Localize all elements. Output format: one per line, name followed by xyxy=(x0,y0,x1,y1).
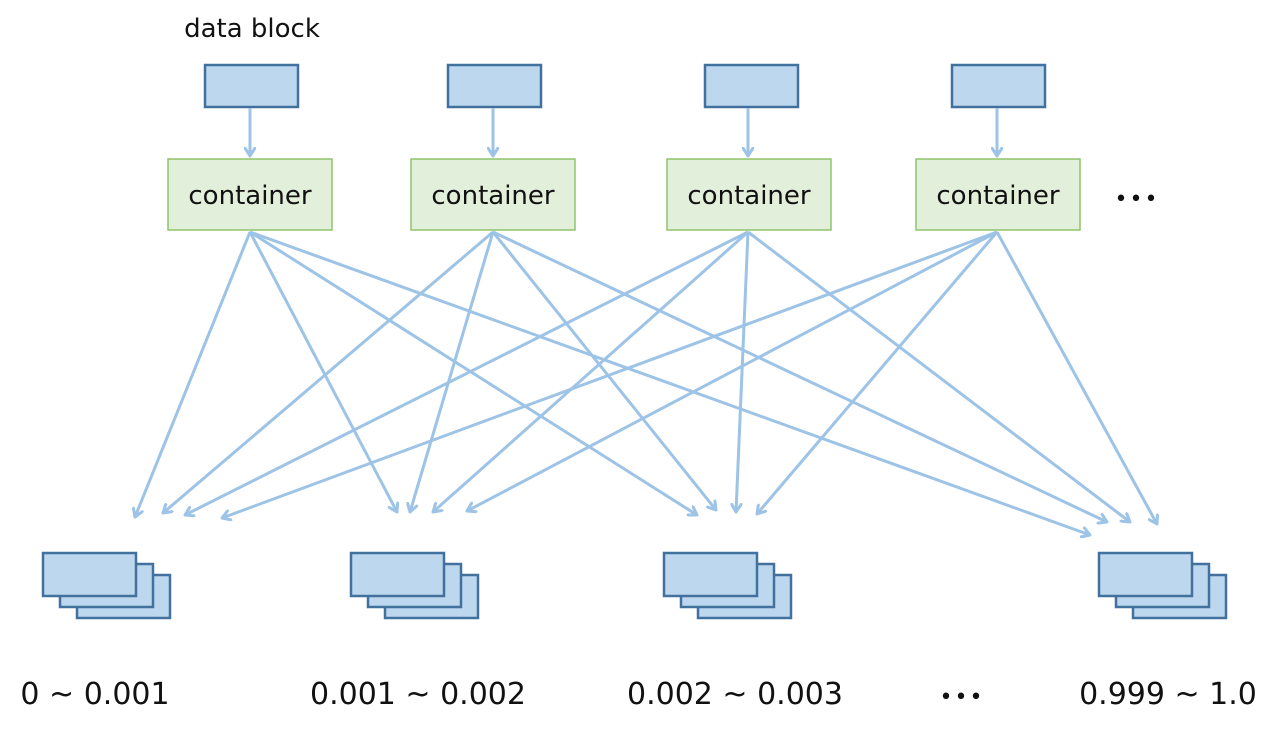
container-to-bucket-arrow xyxy=(249,230,697,515)
container-to-bucket-arrow xyxy=(747,230,1130,522)
bucket-ellipsis: ••• xyxy=(940,685,985,710)
bucket-block xyxy=(662,551,759,598)
container-to-bucket-arrow xyxy=(410,231,495,512)
data-block xyxy=(446,63,543,109)
container-to-bucket-arrow xyxy=(249,230,1090,535)
container-ellipsis: ••• xyxy=(1115,187,1160,212)
bucket-range-label: 0 ~ 0.001 xyxy=(20,677,169,712)
container-to-bucket-arrow xyxy=(491,231,716,510)
bucket-block xyxy=(41,551,138,598)
container-to-bucket-arrow xyxy=(736,231,750,512)
bucket-block xyxy=(1097,551,1194,598)
container-label: container xyxy=(188,181,312,211)
bucket-stack xyxy=(1097,551,1228,620)
container-box xyxy=(410,158,576,231)
container-box xyxy=(666,158,832,231)
bucket-stack xyxy=(41,551,172,620)
container-to-bucket-arrow xyxy=(163,230,494,513)
container-to-bucket-arrow xyxy=(757,231,999,514)
container-to-bucket-arrow xyxy=(995,231,1157,524)
bucket-stack xyxy=(349,551,480,620)
data-block xyxy=(703,63,800,109)
container-to-bucket-arrow xyxy=(492,230,1107,522)
container-label: container xyxy=(687,181,811,211)
container-to-bucket-arrow xyxy=(433,230,749,512)
bucket-block xyxy=(349,551,446,598)
container-label: container xyxy=(431,181,555,211)
container-label: container xyxy=(936,181,1060,211)
container-to-bucket-arrow xyxy=(248,231,397,512)
bucket-range-label: 0.999 ~ 1.0 xyxy=(1079,677,1257,712)
container-box xyxy=(167,158,333,231)
bucket-range-label: 0.002 ~ 0.003 xyxy=(627,677,843,712)
container-to-bucket-arrow xyxy=(467,230,998,511)
data-block-label: data block xyxy=(184,14,320,44)
bucket-stack xyxy=(662,551,793,620)
bucket-range-label: 0.001 ~ 0.002 xyxy=(310,677,526,712)
container-to-bucket-arrow xyxy=(135,231,252,517)
container-to-bucket-arrow xyxy=(222,230,998,518)
data-block xyxy=(203,63,300,109)
container-to-bucket-arrow xyxy=(185,230,749,515)
container-box xyxy=(915,158,1081,231)
data-block xyxy=(950,63,1047,109)
